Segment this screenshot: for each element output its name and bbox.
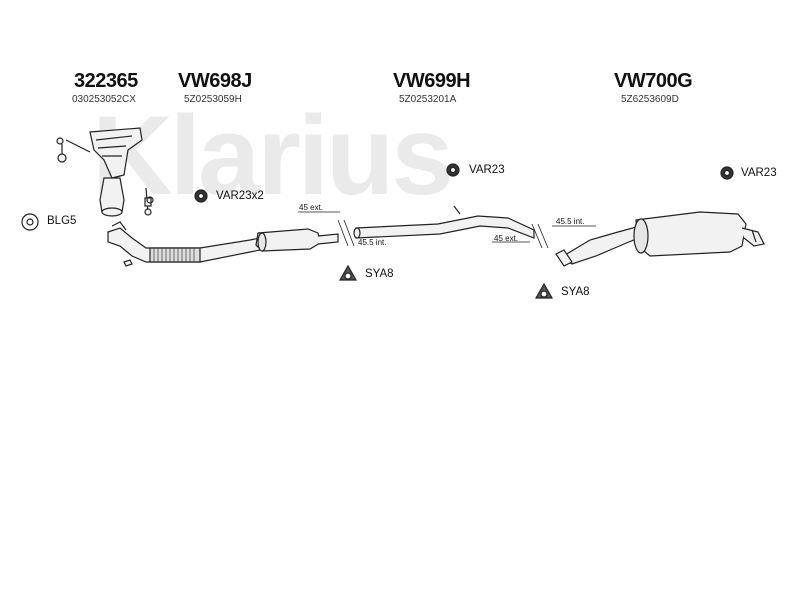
centre-silencer [255, 228, 339, 252]
clamp-sya8-a-icon [338, 264, 358, 281]
manifold-catalyst [56, 127, 143, 217]
gasket-blg5-icon [21, 213, 39, 231]
part-number-vw698j: VW698J [178, 70, 252, 92]
label-var23-rear: VAR23 [741, 167, 777, 179]
intermediate-pipe [353, 205, 535, 239]
rubber-mount-var23-rear-icon [720, 166, 734, 180]
dimension-45-ext-2: 45 ext. [494, 234, 519, 243]
oem-number-vw699h: 5Z0253201A [399, 94, 457, 105]
dimension-45-ext-1: 45 ext. [299, 203, 324, 212]
clamp-sya8-b-icon [534, 282, 554, 299]
label-blg5: BLG5 [47, 215, 77, 227]
front-pipe [107, 221, 261, 267]
label-sya8-b: SYA8 [561, 286, 590, 298]
label-var23x2: VAR23x2 [216, 190, 264, 202]
label-var23-mid: VAR23 [469, 164, 505, 176]
rear-silencer [555, 211, 765, 267]
rubber-mount-var23x2-icon [194, 189, 208, 203]
rubber-mount-var23-mid-icon [446, 163, 460, 177]
part-number-322365: 322365 [74, 70, 138, 92]
oem-number-vw700g: 5Z6253609D [621, 94, 679, 105]
oem-number-322365: 030253052CX [72, 94, 136, 105]
brand-watermark: Klarius [92, 93, 454, 218]
oem-number-vw698j: 5Z0253059H [184, 94, 242, 105]
dimension-45-5-int-1: 45.5 int. [358, 238, 387, 247]
lambda-sensor [144, 187, 154, 216]
joint-marker-2 [492, 223, 596, 249]
part-number-vw699h: VW699H [393, 70, 471, 92]
part-number-vw700g: VW700G [614, 70, 693, 92]
label-sya8-a: SYA8 [365, 268, 394, 280]
dimension-45-5-int-2: 45.5 int. [556, 217, 585, 226]
